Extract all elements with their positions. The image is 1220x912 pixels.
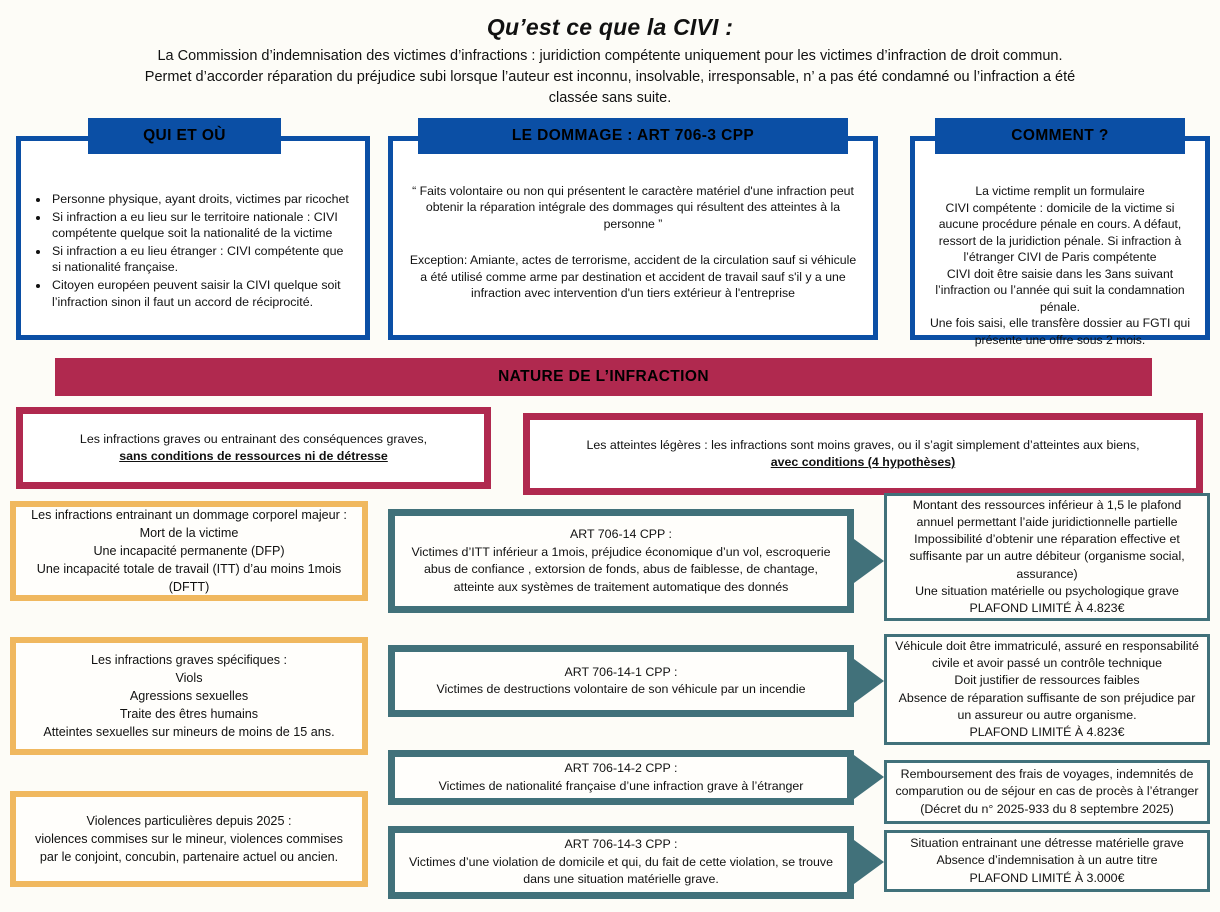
card-violences-particulieres-text: Violences particulières depuis 2025 : vi… bbox=[35, 814, 343, 864]
page-title: Qu’est ce que la CIVI : bbox=[486, 14, 734, 40]
card-comment: COMMENT ? La victime remplit un formulai… bbox=[910, 118, 1210, 347]
card-infractions-graves-text: Les infractions graves ou entrainant des… bbox=[68, 431, 439, 466]
card-le-dommage-frame: “ Faits volontaire ou non qui présentent… bbox=[388, 136, 878, 340]
page-subtitle-line-1: La Commission d’indemnisation des victim… bbox=[157, 48, 1063, 64]
card-qui-et-ou-frame: Personne physique, ayant droits, victime… bbox=[16, 136, 370, 340]
card-conditions-706-14: Montant des ressources inférieur à 1,5 l… bbox=[884, 493, 1210, 621]
page-subtitle-line-3: classée sans suite. bbox=[548, 90, 672, 106]
card-art-706-14-1-text: ART 706-14-1 CPP : Victimes de destructi… bbox=[436, 664, 806, 697]
card-le-dommage-body: “ Faits volontaire ou non qui présentent… bbox=[393, 141, 873, 309]
card-infractions-graves: Les infractions graves ou entrainant des… bbox=[16, 407, 491, 489]
card-art-706-14-2: ART 706-14-2 CPP : Victimes de nationali… bbox=[388, 750, 884, 805]
card-qui-et-ou: QUI ET OÙ Personne physique, ayant droit… bbox=[16, 118, 370, 340]
arrow-right-icon bbox=[854, 659, 884, 703]
card-comment-title: COMMENT ? bbox=[935, 118, 1185, 154]
nature-de-linfraction-banner: NATURE DE L’INFRACTION bbox=[55, 358, 1152, 396]
card-art-706-14-1-body: ART 706-14-1 CPP : Victimes de destructi… bbox=[395, 652, 847, 710]
list-item: Personne physique, ayant droits, victime… bbox=[50, 191, 353, 208]
card-infractions-graves-specifiques-text: Les infractions graves spécifiques : Vio… bbox=[43, 653, 335, 739]
card-conditions-706-14-1-text: Véhicule doit être immatriculé, assuré e… bbox=[895, 638, 1199, 739]
card-qui-et-ou-title: QUI ET OÙ bbox=[88, 118, 281, 154]
card-atteintes-legeres: Les atteintes légères : les infractions … bbox=[523, 413, 1203, 495]
arrow-right-icon bbox=[854, 539, 884, 583]
infractions-graves-line-2: sans conditions de ressources ni de détr… bbox=[119, 449, 388, 463]
card-conditions-706-14-2: Remboursement des frais de voyages, inde… bbox=[884, 760, 1210, 824]
card-art-706-14-2-body: ART 706-14-2 CPP : Victimes de nationali… bbox=[395, 757, 847, 798]
page-subtitle: La Commission d’indemnisation des victim… bbox=[60, 46, 1160, 109]
atteintes-legeres-line-1: Les atteintes légères : les infractions … bbox=[586, 437, 1140, 452]
card-comment-frame: La victime remplit un formulaire CIVI co… bbox=[910, 136, 1210, 347]
card-art-706-14-2-text: ART 706-14-2 CPP : Victimes de nationali… bbox=[438, 761, 804, 793]
page-subtitle-line-2: Permet d’accorder réparation du préjudic… bbox=[144, 69, 1076, 85]
card-le-dommage-title: LE DOMMAGE : ART 706-3 CPP bbox=[418, 118, 848, 154]
list-item: Si infraction a eu lieu étranger : CIVI … bbox=[50, 243, 353, 276]
card-art-706-14-text: ART 706-14 CPP : Victimes d’ITT inférieu… bbox=[411, 527, 831, 594]
arrow-right-icon bbox=[854, 755, 884, 799]
card-art-706-14: ART 706-14 CPP : Victimes d’ITT inférieu… bbox=[388, 509, 884, 613]
atteintes-legeres-line-2: avec conditions (4 hypothèses) bbox=[770, 455, 956, 469]
le-dommage-paragraph-1: “ Faits volontaire ou non qui présentent… bbox=[412, 184, 854, 231]
qui-et-ou-bullet-list: Personne physique, ayant droits, victime… bbox=[33, 191, 353, 310]
card-violences-particulieres: Violences particulières depuis 2025 : vi… bbox=[10, 791, 368, 887]
arrow-right-icon bbox=[854, 840, 884, 884]
card-qui-et-ou-body: Personne physique, ayant droits, victime… bbox=[21, 141, 365, 319]
list-item: Citoyen européen peuvent saisir la CIVI … bbox=[50, 277, 353, 310]
card-art-706-14-1: ART 706-14-1 CPP : Victimes de destructi… bbox=[388, 645, 884, 717]
card-conditions-706-14-text: Montant des ressources inférieur à 1,5 l… bbox=[909, 497, 1185, 615]
le-dommage-paragraph-2: Exception: Amiante, actes de terrorisme,… bbox=[409, 253, 857, 301]
card-art-706-14-3: ART 706-14-3 CPP : Victimes d’une violat… bbox=[388, 826, 884, 899]
card-art-706-14-3-body: ART 706-14-3 CPP : Victimes d’une violat… bbox=[395, 833, 847, 892]
card-dommage-corporel-majeur: Les infractions entrainant un dommage co… bbox=[10, 501, 368, 601]
card-atteintes-legeres-text: Les atteintes légères : les infractions … bbox=[574, 437, 1151, 472]
card-comment-body: La victime remplit un formulaire CIVI co… bbox=[929, 184, 1191, 347]
card-dommage-corporel-majeur-text: Les infractions entrainant un dommage co… bbox=[31, 508, 347, 594]
card-conditions-706-14-2-text: Remboursement des frais de voyages, inde… bbox=[895, 767, 1199, 816]
card-art-706-14-3-text: ART 706-14-3 CPP : Victimes d’une violat… bbox=[408, 837, 834, 887]
card-conditions-706-14-1: Véhicule doit être immatriculé, assuré e… bbox=[884, 634, 1210, 745]
infractions-graves-line-1: Les infractions graves ou entrainant des… bbox=[79, 431, 428, 446]
card-art-706-14-body: ART 706-14 CPP : Victimes d’ITT inférieu… bbox=[395, 516, 847, 606]
card-conditions-706-14-3: Situation entrainant une détresse matéri… bbox=[884, 830, 1210, 892]
list-item: Si infraction a eu lieu sur le territoir… bbox=[50, 209, 353, 242]
card-le-dommage: LE DOMMAGE : ART 706-3 CPP “ Faits volon… bbox=[388, 118, 878, 340]
card-infractions-graves-specifiques: Les infractions graves spécifiques : Vio… bbox=[10, 637, 368, 755]
card-conditions-706-14-3-text: Situation entrainant une détresse matéri… bbox=[910, 836, 1184, 885]
